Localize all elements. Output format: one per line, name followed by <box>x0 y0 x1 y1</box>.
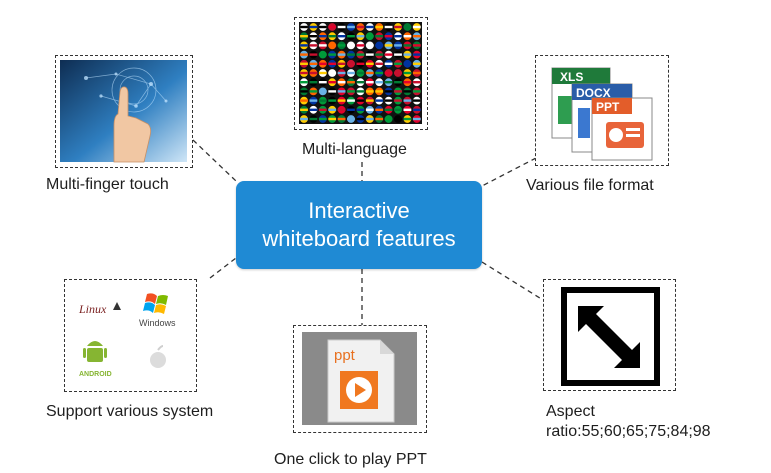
resize-arrow-icon <box>561 287 660 386</box>
apple-logo-icon <box>150 345 166 368</box>
multi-language-label: Multi-language <box>302 141 407 158</box>
android-logo-text: ANDROID <box>79 371 112 378</box>
touch-hand-icon <box>60 60 187 163</box>
support-system-label: Support various system <box>46 403 214 420</box>
linux-penguin-icon <box>113 302 121 310</box>
multi-language-thumbnail <box>294 17 428 130</box>
ppt-tag-text: ppt <box>334 347 356 364</box>
docx-text: DOCX <box>576 86 611 100</box>
ppt-document: PPT <box>591 97 653 161</box>
ppt-play-icon: ppt <box>302 332 417 425</box>
aspect-ratio-thumbnail <box>543 279 676 391</box>
os-logos-icon: Linux Windows ANDROID <box>78 293 176 378</box>
document-stack-icon: XLS DOCX PPT <box>551 67 653 161</box>
android-logo-icon <box>83 341 107 362</box>
ppt-text: PPT <box>596 100 620 114</box>
connector-aspect <box>481 261 544 301</box>
aspect-ratio-label: Aspect ratio:55;60;65;75;84;98 <box>546 403 711 440</box>
xls-text: XLS <box>560 70 583 84</box>
interactive-whiteboard-features-box: Interactive whiteboard features <box>236 181 482 269</box>
one-click-ppt-thumbnail: ppt <box>293 325 427 433</box>
linux-logo-text: Linux <box>78 302 107 316</box>
file-format-thumbnail: XLS DOCX PPT <box>535 55 669 166</box>
center-title-line2: whiteboard features <box>262 226 456 251</box>
file-format-label: Various file format <box>526 177 654 194</box>
windows-logo-icon <box>143 293 168 314</box>
flags-grid-icon <box>299 22 422 124</box>
center-title-line1: Interactive <box>308 198 410 223</box>
multi-finger-touch-thumbnail <box>55 55 193 168</box>
windows-logo-text: Windows <box>139 318 176 328</box>
connector-system <box>209 257 237 279</box>
connector-file-format <box>481 157 537 187</box>
one-click-ppt-label: One click to play PPT <box>274 451 427 468</box>
support-system-thumbnail: Linux Windows ANDROID <box>64 279 197 392</box>
connector-touch <box>192 139 237 182</box>
multi-finger-touch-label: Multi-finger touch <box>46 176 169 193</box>
